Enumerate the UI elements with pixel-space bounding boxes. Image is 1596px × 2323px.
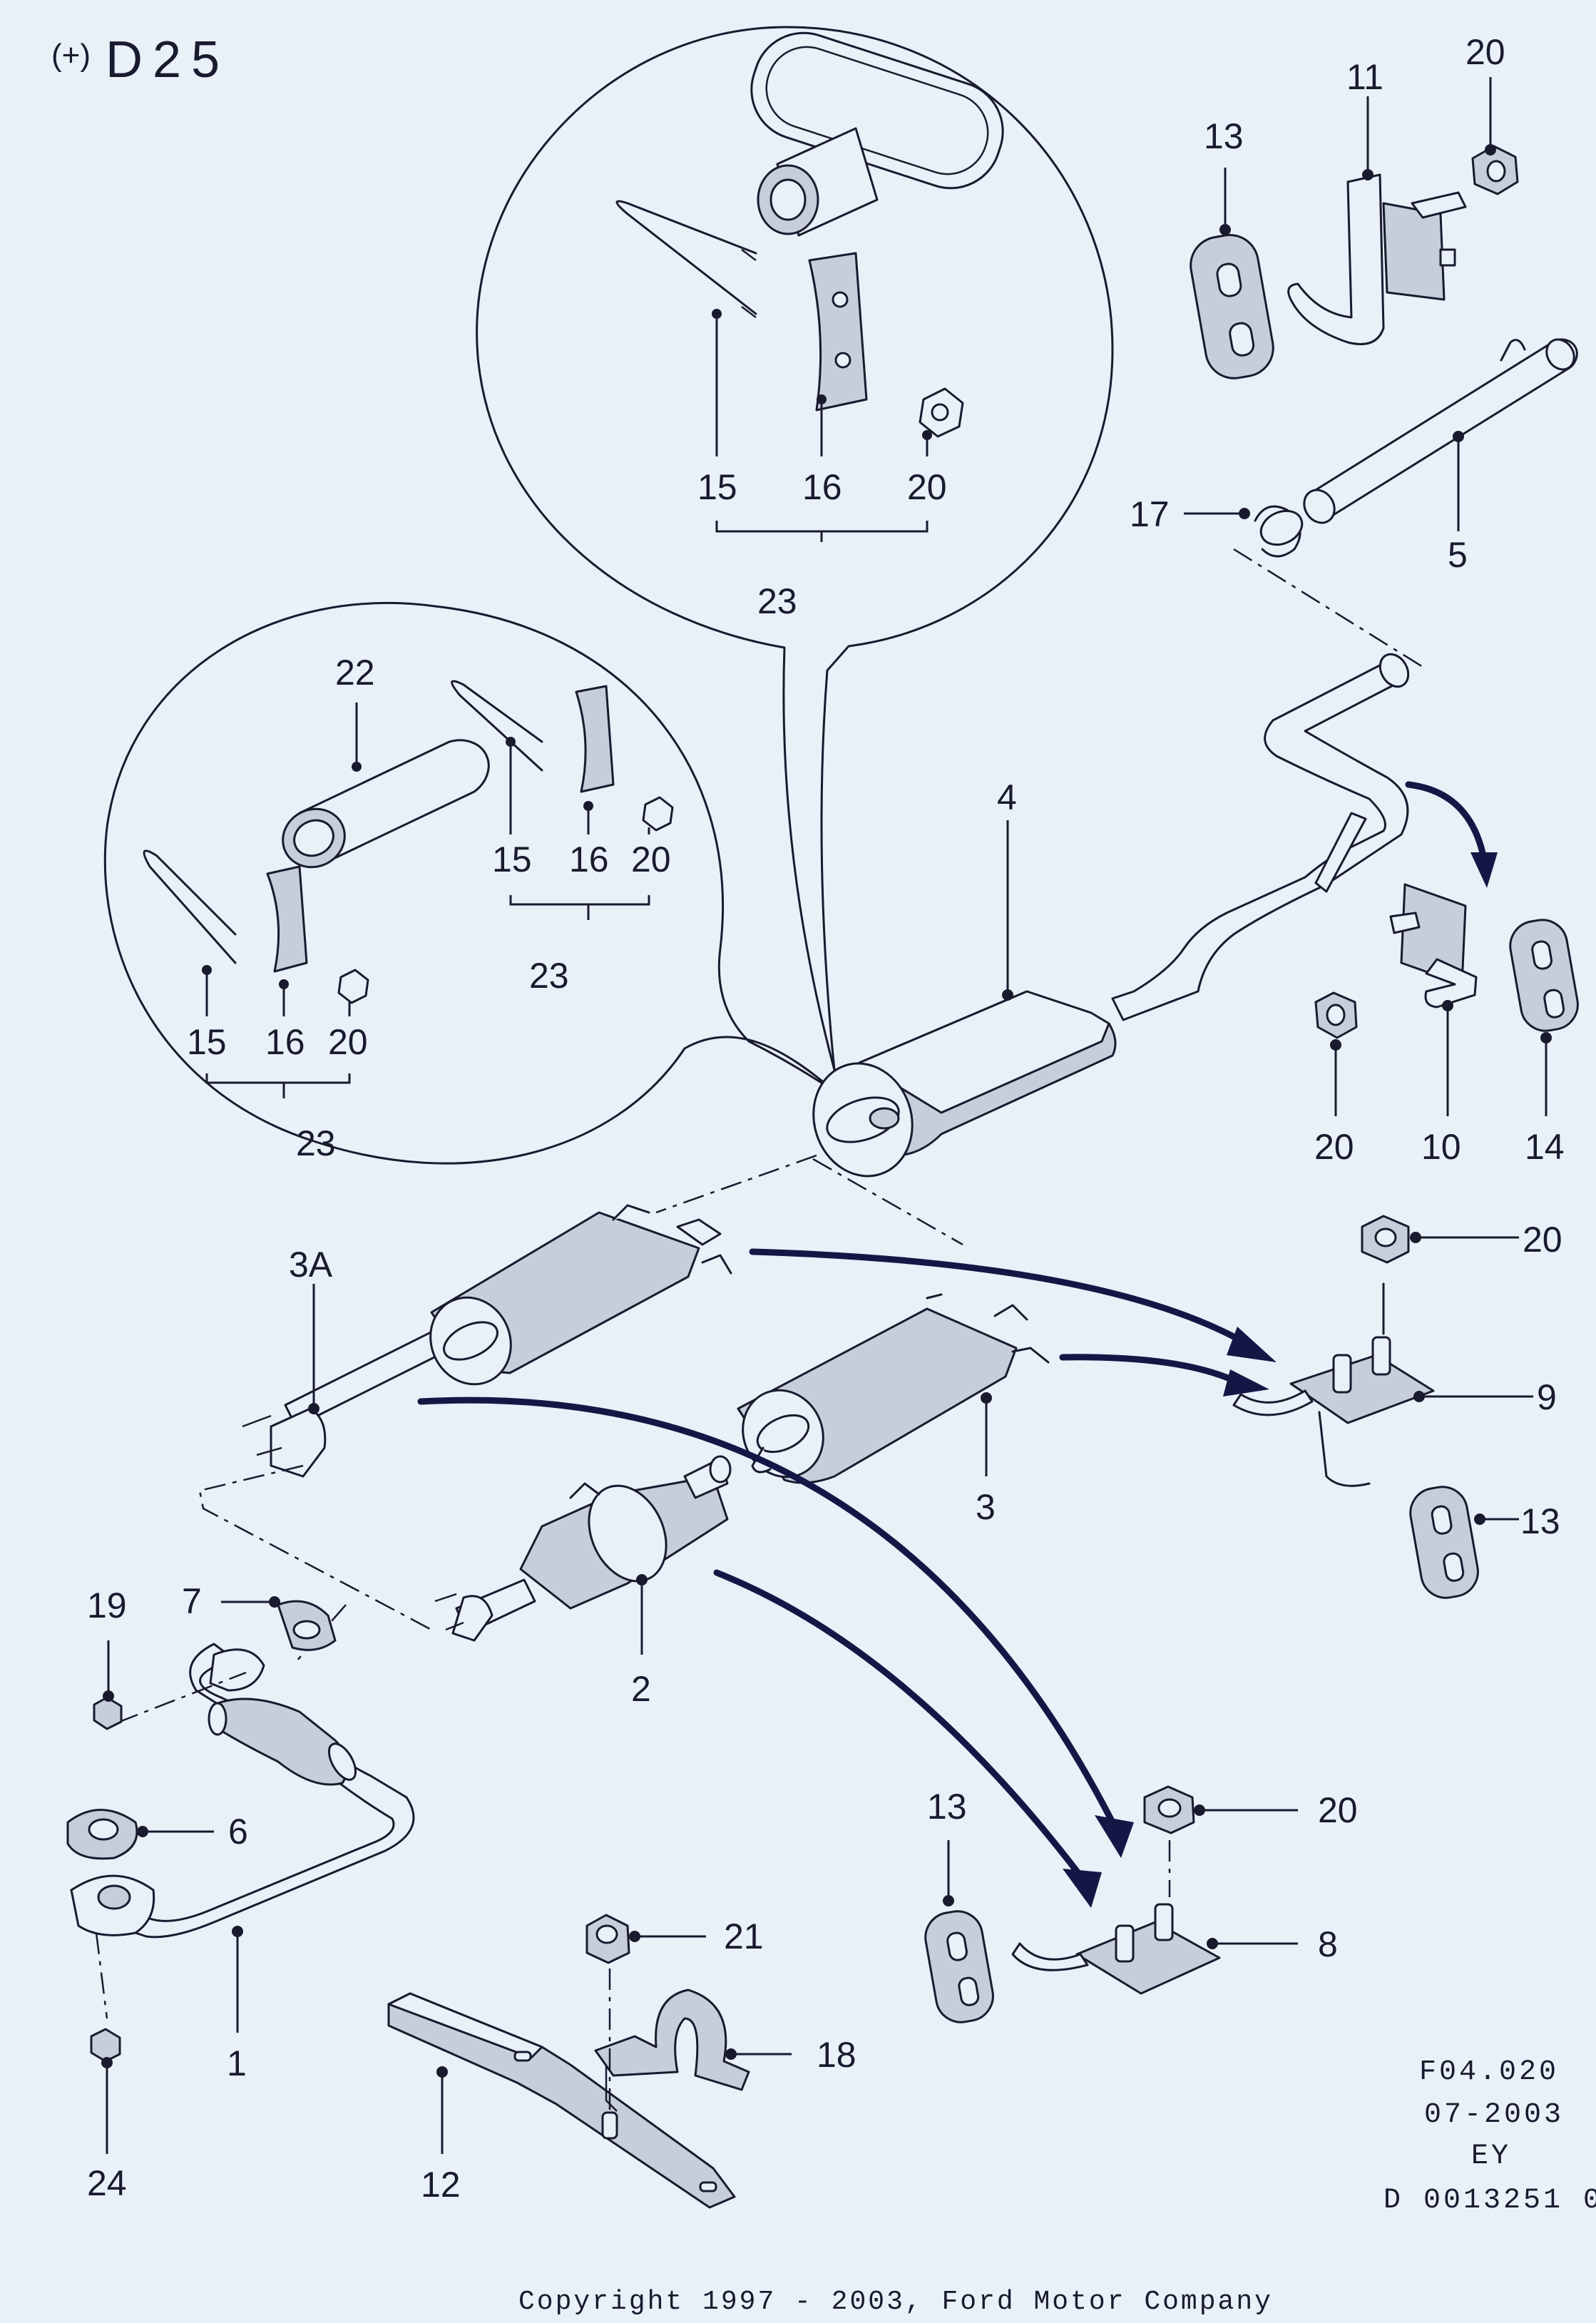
detail-circle-top: 15 16 20 23 — [476, 26, 1114, 1071]
callout-20: 20 — [1314, 1127, 1354, 1167]
callout-1: 1 — [227, 2043, 247, 2083]
gasket-7: 7 — [182, 1581, 337, 1651]
nut-24: 24 — [87, 2028, 127, 2203]
callout-15: 15 — [492, 839, 532, 879]
callout-23: 23 — [529, 956, 569, 996]
front-pipe-1: 1 — [70, 1643, 415, 2083]
direction-arrow — [713, 1569, 1084, 1879]
callout-20: 20 — [631, 839, 671, 879]
nut-icon — [642, 796, 674, 832]
nut-20-top-right: 20 — [1465, 32, 1519, 195]
callout-17: 17 — [1130, 494, 1170, 534]
callout-16: 16 — [802, 467, 842, 507]
callout-16: 16 — [569, 839, 609, 879]
rubber-insulator-14: 14 — [1509, 919, 1579, 1167]
direction-arrow — [417, 1397, 1116, 1826]
callout-10: 10 — [1421, 1127, 1461, 1167]
callout-8: 8 — [1318, 1924, 1338, 1964]
callout-5: 5 — [1448, 535, 1468, 575]
callout-7: 7 — [182, 1581, 202, 1621]
clamp-17: 17 — [1130, 494, 1304, 558]
callout-12: 12 — [421, 2165, 461, 2205]
callout-11: 11 — [1346, 57, 1383, 97]
callout-19: 19 — [87, 1586, 127, 1625]
callout-9: 9 — [1537, 1377, 1557, 1417]
callout-22: 22 — [335, 653, 375, 693]
centre-muffler-3A: 3A — [242, 1204, 732, 1478]
rubber-insulator-13-top: 13 — [1190, 116, 1274, 379]
nut-icon — [337, 969, 369, 1004]
callout-15: 15 — [187, 1022, 227, 1062]
header-code: D25 — [106, 31, 230, 88]
rubber-insulator-13-right: 13 — [1409, 1486, 1560, 1599]
callout-16: 16 — [265, 1022, 305, 1062]
callout-14: 14 — [1525, 1127, 1565, 1167]
hanger-bracket-9: 9 — [1232, 1282, 1557, 1487]
callout-21: 21 — [724, 1916, 764, 1956]
document-metadata: F04.020 07-2003 EY D 0013251 0 — [1383, 2056, 1596, 2217]
region-code: EY — [1471, 2140, 1511, 2173]
callout-15: 15 — [697, 467, 737, 507]
callout-18: 18 — [817, 2035, 856, 2075]
callout-20: 20 — [1465, 32, 1505, 72]
callout-6: 6 — [228, 1812, 248, 1852]
callout-20: 20 — [907, 467, 947, 507]
gasket-6: 6 — [66, 1809, 248, 1860]
callout-3: 3 — [976, 1487, 996, 1527]
header-prefix: (+) — [51, 38, 91, 73]
callout-2: 2 — [631, 1669, 651, 1709]
rear-muffler-4: 4 — [812, 653, 1410, 1178]
direction-arrow — [749, 1248, 1252, 1348]
muffler-3: 3 — [737, 1293, 1050, 1527]
tail-pipe-5: 5 — [1303, 338, 1578, 575]
copyright-footer: Copyright 1997 - 2003, Ford Motor Compan… — [518, 2287, 1273, 2317]
bracket-11: 11 — [1287, 57, 1467, 345]
revision-date: 07-2003 — [1424, 2099, 1564, 2131]
rubber-insulator-13-bottom: 13 — [924, 1787, 994, 2023]
nut-20-bottom: 20 — [1143, 1785, 1358, 1897]
callout-13: 13 — [1204, 116, 1244, 156]
crossmember-12: 12 — [387, 1992, 736, 2209]
callout-24: 24 — [87, 2163, 127, 2203]
nut-19: 19 — [87, 1586, 127, 1730]
detail-circle-left: 22 15 16 20 23 15 16 20 23 — [103, 601, 836, 1165]
diagram-header: (+) D25 — [51, 31, 230, 88]
clamp-bracket-18: 18 — [594, 1988, 856, 2112]
nut-21: 21 — [585, 1914, 764, 2140]
hanger-bracket-10: 10 — [1389, 883, 1478, 1167]
callout-3A: 3A — [289, 1245, 333, 1285]
nut-icon — [93, 1696, 123, 1730]
callout-23: 23 — [296, 1123, 336, 1163]
direction-arrow — [1059, 1354, 1244, 1387]
document-number: D 0013251 0 — [1383, 2185, 1596, 2217]
callout-20: 20 — [1318, 1790, 1358, 1830]
callout-4: 4 — [997, 777, 1017, 817]
nut-20-mid: 20 — [1314, 991, 1358, 1167]
figure-number: F04.020 — [1419, 2056, 1559, 2088]
callout-13: 13 — [1520, 1501, 1560, 1541]
hanger-bracket-8: 8 — [1011, 1903, 1338, 1995]
callout-23: 23 — [757, 581, 797, 621]
callout-20: 20 — [328, 1022, 368, 1062]
callout-13: 13 — [927, 1787, 967, 1827]
nut-20-right: 20 — [1361, 1215, 1562, 1264]
nut-icon — [90, 2028, 121, 2063]
direction-arrow — [1405, 781, 1487, 859]
catalytic-converter-2: 2 — [434, 1455, 732, 1709]
callout-20: 20 — [1523, 1220, 1562, 1260]
sleeve-pipe — [282, 739, 490, 869]
